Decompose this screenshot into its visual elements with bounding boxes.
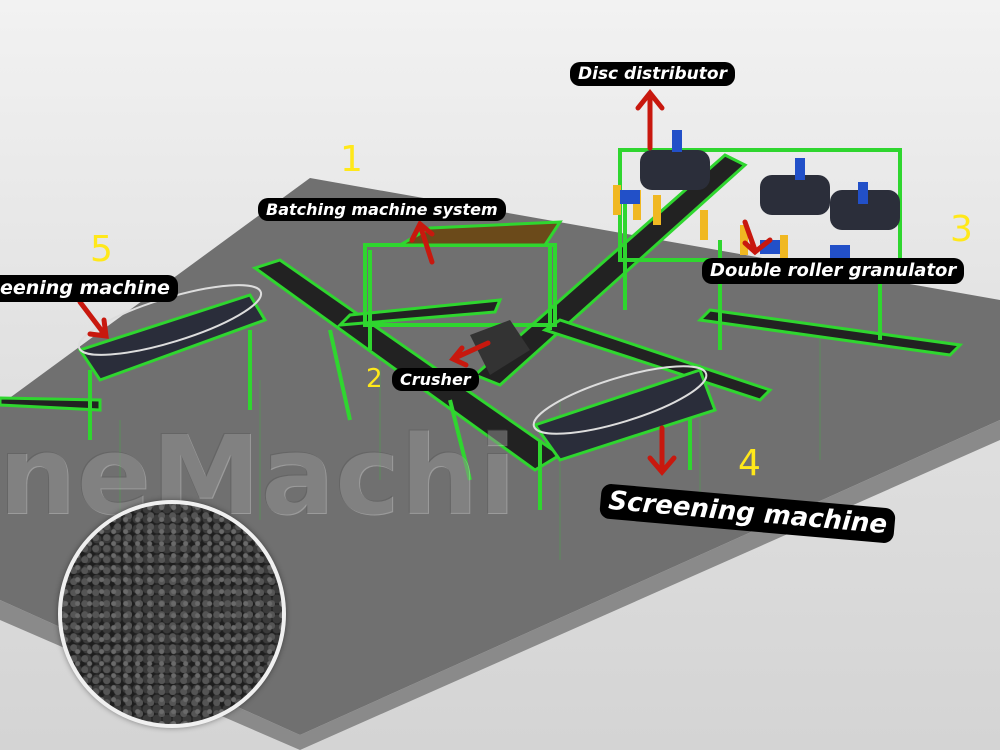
conveyor-right	[696, 308, 964, 357]
crusher-body	[470, 320, 530, 375]
label-screening-machine-left: eening machine	[0, 275, 178, 302]
label-crusher: Crusher	[392, 368, 479, 392]
arrow-screen-main	[647, 425, 677, 476]
watermark: ineMachi	[0, 411, 516, 539]
number-2: 2	[366, 364, 383, 394]
arrow-granulator	[742, 219, 773, 256]
label-disc-distributor: Disc distributor	[570, 62, 735, 87]
arrow-disc	[635, 88, 665, 151]
arrows	[77, 88, 773, 476]
label-double-roller-granulator: Double roller granulator	[702, 258, 965, 284]
fertilizer-pellets-image	[58, 500, 286, 728]
number-4: 4	[738, 443, 761, 484]
number-3: 3	[950, 209, 973, 250]
granulator-units	[613, 130, 900, 260]
main-conveyor-right	[472, 153, 748, 387]
number-5: 5	[90, 229, 113, 270]
arrow-batching	[409, 220, 435, 265]
batching-hoppers	[394, 220, 563, 247]
arrow-screen-left	[77, 299, 109, 339]
conveyor-batching	[336, 298, 503, 327]
label-batching-machine: Batching machine system	[258, 198, 506, 222]
number-1: 1	[340, 139, 363, 180]
conveyor-left-out	[0, 396, 102, 412]
arrow-crusher	[449, 340, 491, 368]
screening-drum-left	[77, 284, 268, 382]
screening-drum-main	[532, 365, 717, 462]
